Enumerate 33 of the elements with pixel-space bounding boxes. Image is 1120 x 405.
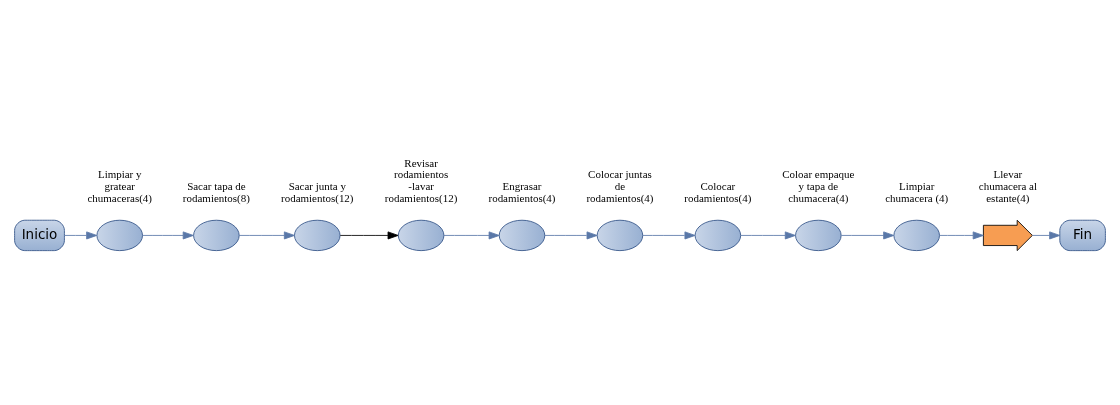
node-box: Inicio xyxy=(14,219,65,252)
node-ellipse xyxy=(294,219,341,252)
arrow xyxy=(64,231,98,240)
arrow xyxy=(238,231,295,240)
arrow xyxy=(642,231,696,240)
node-box: Fin xyxy=(1059,219,1106,252)
node-ellipse xyxy=(596,219,644,252)
node-ellipse xyxy=(96,219,143,252)
node-ellipse xyxy=(498,219,546,252)
arrow xyxy=(443,231,500,240)
arrow xyxy=(544,231,598,240)
node-label: Limpiar chumacera (4) xyxy=(885,180,949,204)
arrow xyxy=(840,231,895,240)
node-arrow xyxy=(983,219,1033,252)
node-label: Engrasar rodamientos(4) xyxy=(488,180,556,204)
arrow xyxy=(740,231,796,240)
node-ellipse xyxy=(893,219,940,252)
node-label: Revisar rodamientos -lavar rodamientos(12) xyxy=(384,156,458,204)
node-label: Limpiar y gratear chumaceras(4) xyxy=(87,168,152,204)
arrow xyxy=(1032,231,1061,240)
node-label: Coloar empaque y tapa de chumacera(4) xyxy=(782,168,855,204)
node-ellipse xyxy=(193,219,240,252)
arrow xyxy=(339,231,399,240)
arrow xyxy=(939,231,984,240)
node-label: Llevar chumacera al estante(4) xyxy=(978,168,1037,204)
node-label: Colocar rodamientos(4) xyxy=(684,180,752,204)
node-label: Colocar juntas de rodamientos(4) xyxy=(586,168,654,204)
node-label: Sacar junta y rodamientos(12) xyxy=(281,180,354,204)
node-label: Sacar tapa de rodamientos(8) xyxy=(182,180,250,204)
node-ellipse xyxy=(397,219,445,252)
arrow xyxy=(142,231,194,240)
node-ellipse xyxy=(694,219,742,252)
node-ellipse xyxy=(795,219,842,252)
